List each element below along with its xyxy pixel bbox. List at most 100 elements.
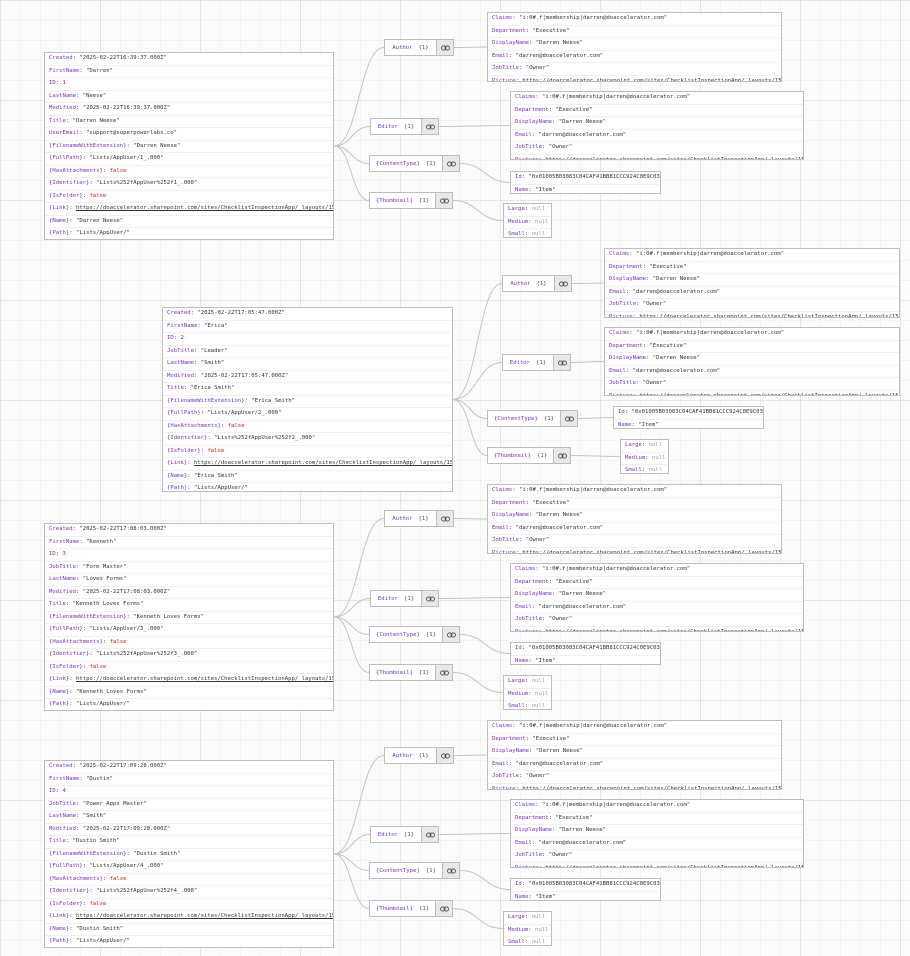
field-key: Created bbox=[49, 763, 73, 769]
expand-button[interactable] bbox=[421, 591, 438, 606]
thumbnail-connector[interactable]: {Thumbnail}{1} bbox=[369, 900, 453, 917]
editor-node[interactable]: Claims: "i:0#.f|membership|darren@doacce… bbox=[510, 563, 804, 632]
author-connector[interactable]: Author{1} bbox=[384, 39, 454, 56]
contenttype-connector[interactable]: {ContentType}{1} bbox=[369, 626, 460, 643]
field-separator: : bbox=[55, 788, 63, 794]
expand-button[interactable] bbox=[436, 40, 453, 55]
link-icon bbox=[439, 670, 449, 675]
contenttype-connector[interactable]: {ContentType}{1} bbox=[369, 862, 460, 879]
expand-button[interactable] bbox=[442, 156, 459, 171]
editor-connector[interactable]: Editor{1} bbox=[502, 354, 571, 371]
contenttype-connector[interactable]: {ContentType}{1} bbox=[369, 155, 460, 172]
author-connector[interactable]: Author{1} bbox=[384, 510, 454, 527]
field-row: {FilenameWithExtension}: "Erica Smith" bbox=[163, 396, 452, 408]
author-node[interactable]: Claims: "i:0#.f|membership|darren@doacce… bbox=[487, 720, 782, 790]
contenttype-node[interactable]: Id: "0x01005B03083C04CAF41BB81CCC924C0E9… bbox=[510, 171, 661, 194]
author-connector[interactable]: Author{1} bbox=[384, 747, 454, 764]
expand-button[interactable] bbox=[553, 448, 570, 463]
expand-button[interactable] bbox=[435, 665, 452, 680]
field-link[interactable]: https://doaccelerator.sharepoint.com/sit… bbox=[522, 785, 781, 790]
link-icon bbox=[558, 281, 568, 286]
expand-button[interactable] bbox=[435, 901, 452, 916]
field-value: "Dustin" bbox=[86, 775, 114, 782]
field-row: Small: null bbox=[621, 465, 668, 473]
field-link[interactable]: https://doaccelerator.sharepoint.com/sit… bbox=[75, 676, 333, 682]
expand-button[interactable] bbox=[442, 863, 459, 878]
field-link[interactable]: https://doaccelerator.sharepoint.com/sit… bbox=[639, 392, 899, 396]
field-value: "Owner" bbox=[525, 773, 550, 779]
author-node[interactable]: Claims: "i:0#.f|membership|darren@doacce… bbox=[487, 484, 782, 554]
record-node[interactable]: Created: "2025-02-22T17:05:47.000Z"First… bbox=[162, 307, 453, 492]
field-link[interactable]: https://doaccelerator.sharepoint.com/sit… bbox=[545, 156, 803, 160]
field-row: Modified: "2025-02-22T17:08:03.000Z" bbox=[45, 587, 333, 599]
field-row: Picture: https://doaccelerator.sharepoin… bbox=[511, 627, 803, 632]
field-link[interactable]: https://doaccelerator.sharepoint.com/sit… bbox=[193, 460, 452, 466]
field-key: {FilenameWithExtension} bbox=[167, 397, 245, 404]
field-link[interactable]: https://doaccelerator.sharepoint.com/sit… bbox=[522, 549, 781, 554]
field-key: LastName bbox=[49, 576, 76, 582]
expand-button[interactable] bbox=[435, 193, 452, 208]
contenttype-connector[interactable]: {ContentType}{1} bbox=[487, 410, 578, 427]
edge-label: {Thumbnail}{1} bbox=[370, 198, 435, 204]
contenttype-node[interactable]: Id: "0x01005B03083C04CAF41BB81CCC924C0E9… bbox=[510, 642, 661, 665]
field-key: {Path} bbox=[49, 938, 70, 944]
edge-count: {1} bbox=[404, 595, 415, 602]
author-node[interactable]: Claims: "i:0#.f|membership|darren@doacce… bbox=[604, 248, 900, 318]
field-separator: : bbox=[102, 875, 110, 882]
field-row: Small: null bbox=[504, 937, 551, 945]
editor-connector[interactable]: Editor{1} bbox=[370, 826, 439, 843]
expand-button[interactable] bbox=[560, 411, 577, 426]
expand-button[interactable] bbox=[554, 276, 571, 291]
field-value: "Darren Neese" bbox=[652, 276, 700, 282]
editor-node[interactable]: Claims: "i:0#.f|membership|darren@doacce… bbox=[510, 91, 804, 160]
field-value: "Owner" bbox=[548, 144, 573, 150]
record-node[interactable]: Created: "2025-02-22T17:09:28.000Z"First… bbox=[44, 760, 334, 948]
field-link[interactable]: https://doaccelerator.sharepoint.com/sit… bbox=[545, 628, 803, 632]
editor-connector[interactable]: Editor{1} bbox=[370, 590, 439, 607]
field-row: LastName: "Smith" bbox=[45, 811, 333, 824]
field-link[interactable]: https://doaccelerator.sharepoint.com/sit… bbox=[75, 913, 333, 919]
expand-button[interactable] bbox=[553, 355, 570, 370]
field-key: JobTitle bbox=[49, 563, 76, 570]
expand-button[interactable] bbox=[442, 627, 459, 642]
edge-label: Author{1} bbox=[385, 516, 436, 522]
field-key: {Link} bbox=[49, 205, 70, 211]
contenttype-node[interactable]: Id: "0x01005B03083C04CAF41BB81CCC924C0E9… bbox=[613, 406, 764, 429]
expand-button[interactable] bbox=[436, 748, 453, 763]
thumbnail-connector[interactable]: {Thumbnail}{1} bbox=[369, 192, 453, 209]
expand-button[interactable] bbox=[436, 511, 453, 526]
record-node[interactable]: Created: "2025-02-22T17:08:03.000Z"First… bbox=[44, 523, 334, 711]
expand-button[interactable] bbox=[421, 827, 438, 842]
author-connector[interactable]: Author{1} bbox=[502, 275, 572, 292]
field-value: "Kenneth" bbox=[86, 538, 117, 545]
field-link[interactable]: https://doaccelerator.sharepoint.com/sit… bbox=[639, 313, 899, 318]
field-value: false bbox=[89, 900, 107, 907]
editor-connector[interactable]: Editor{1} bbox=[370, 118, 439, 135]
author-node[interactable]: Claims: "i:0#.f|membership|darren@doacce… bbox=[487, 12, 782, 82]
expand-button[interactable] bbox=[421, 119, 438, 134]
field-link[interactable]: https://doaccelerator.sharepoint.com/sit… bbox=[75, 205, 333, 211]
editor-node[interactable]: Claims: "i:0#.f|membership|darren@doacce… bbox=[604, 327, 900, 396]
field-key: Email bbox=[609, 288, 626, 295]
field-value: null bbox=[531, 206, 546, 212]
field-link[interactable]: https://doaccelerator.sharepoint.com/sit… bbox=[522, 77, 781, 82]
field-link[interactable]: https://doaccelerator.sharepoint.com/sit… bbox=[545, 864, 803, 868]
record-node[interactable]: Created: "2025-02-22T16:39:37.000Z"First… bbox=[44, 52, 334, 240]
field-separator: : bbox=[548, 578, 556, 585]
field-value: "Lists/AppUser/3_.000" bbox=[89, 626, 164, 632]
contenttype-node[interactable]: Id: "0x01005B03083C04CAF41BB81CCC924C0E9… bbox=[510, 878, 661, 901]
field-row: {FilenameWithExtension}: "Darren Neese" bbox=[45, 141, 333, 153]
field-row: Department: "Executive" bbox=[488, 734, 781, 746]
field-row: {Identifier}: "Lists%252fAppUser%252f4_.… bbox=[45, 886, 333, 899]
thumbnail-connector[interactable]: {Thumbnail}{1} bbox=[487, 447, 571, 464]
field-key: ID bbox=[49, 551, 56, 557]
field-key: Claims bbox=[492, 487, 513, 493]
field-separator: : bbox=[79, 130, 87, 136]
thumbnail-connector[interactable]: {Thumbnail}{1} bbox=[369, 664, 453, 681]
editor-node[interactable]: Claims: "i:0#.f|membership|darren@doacce… bbox=[510, 799, 804, 868]
